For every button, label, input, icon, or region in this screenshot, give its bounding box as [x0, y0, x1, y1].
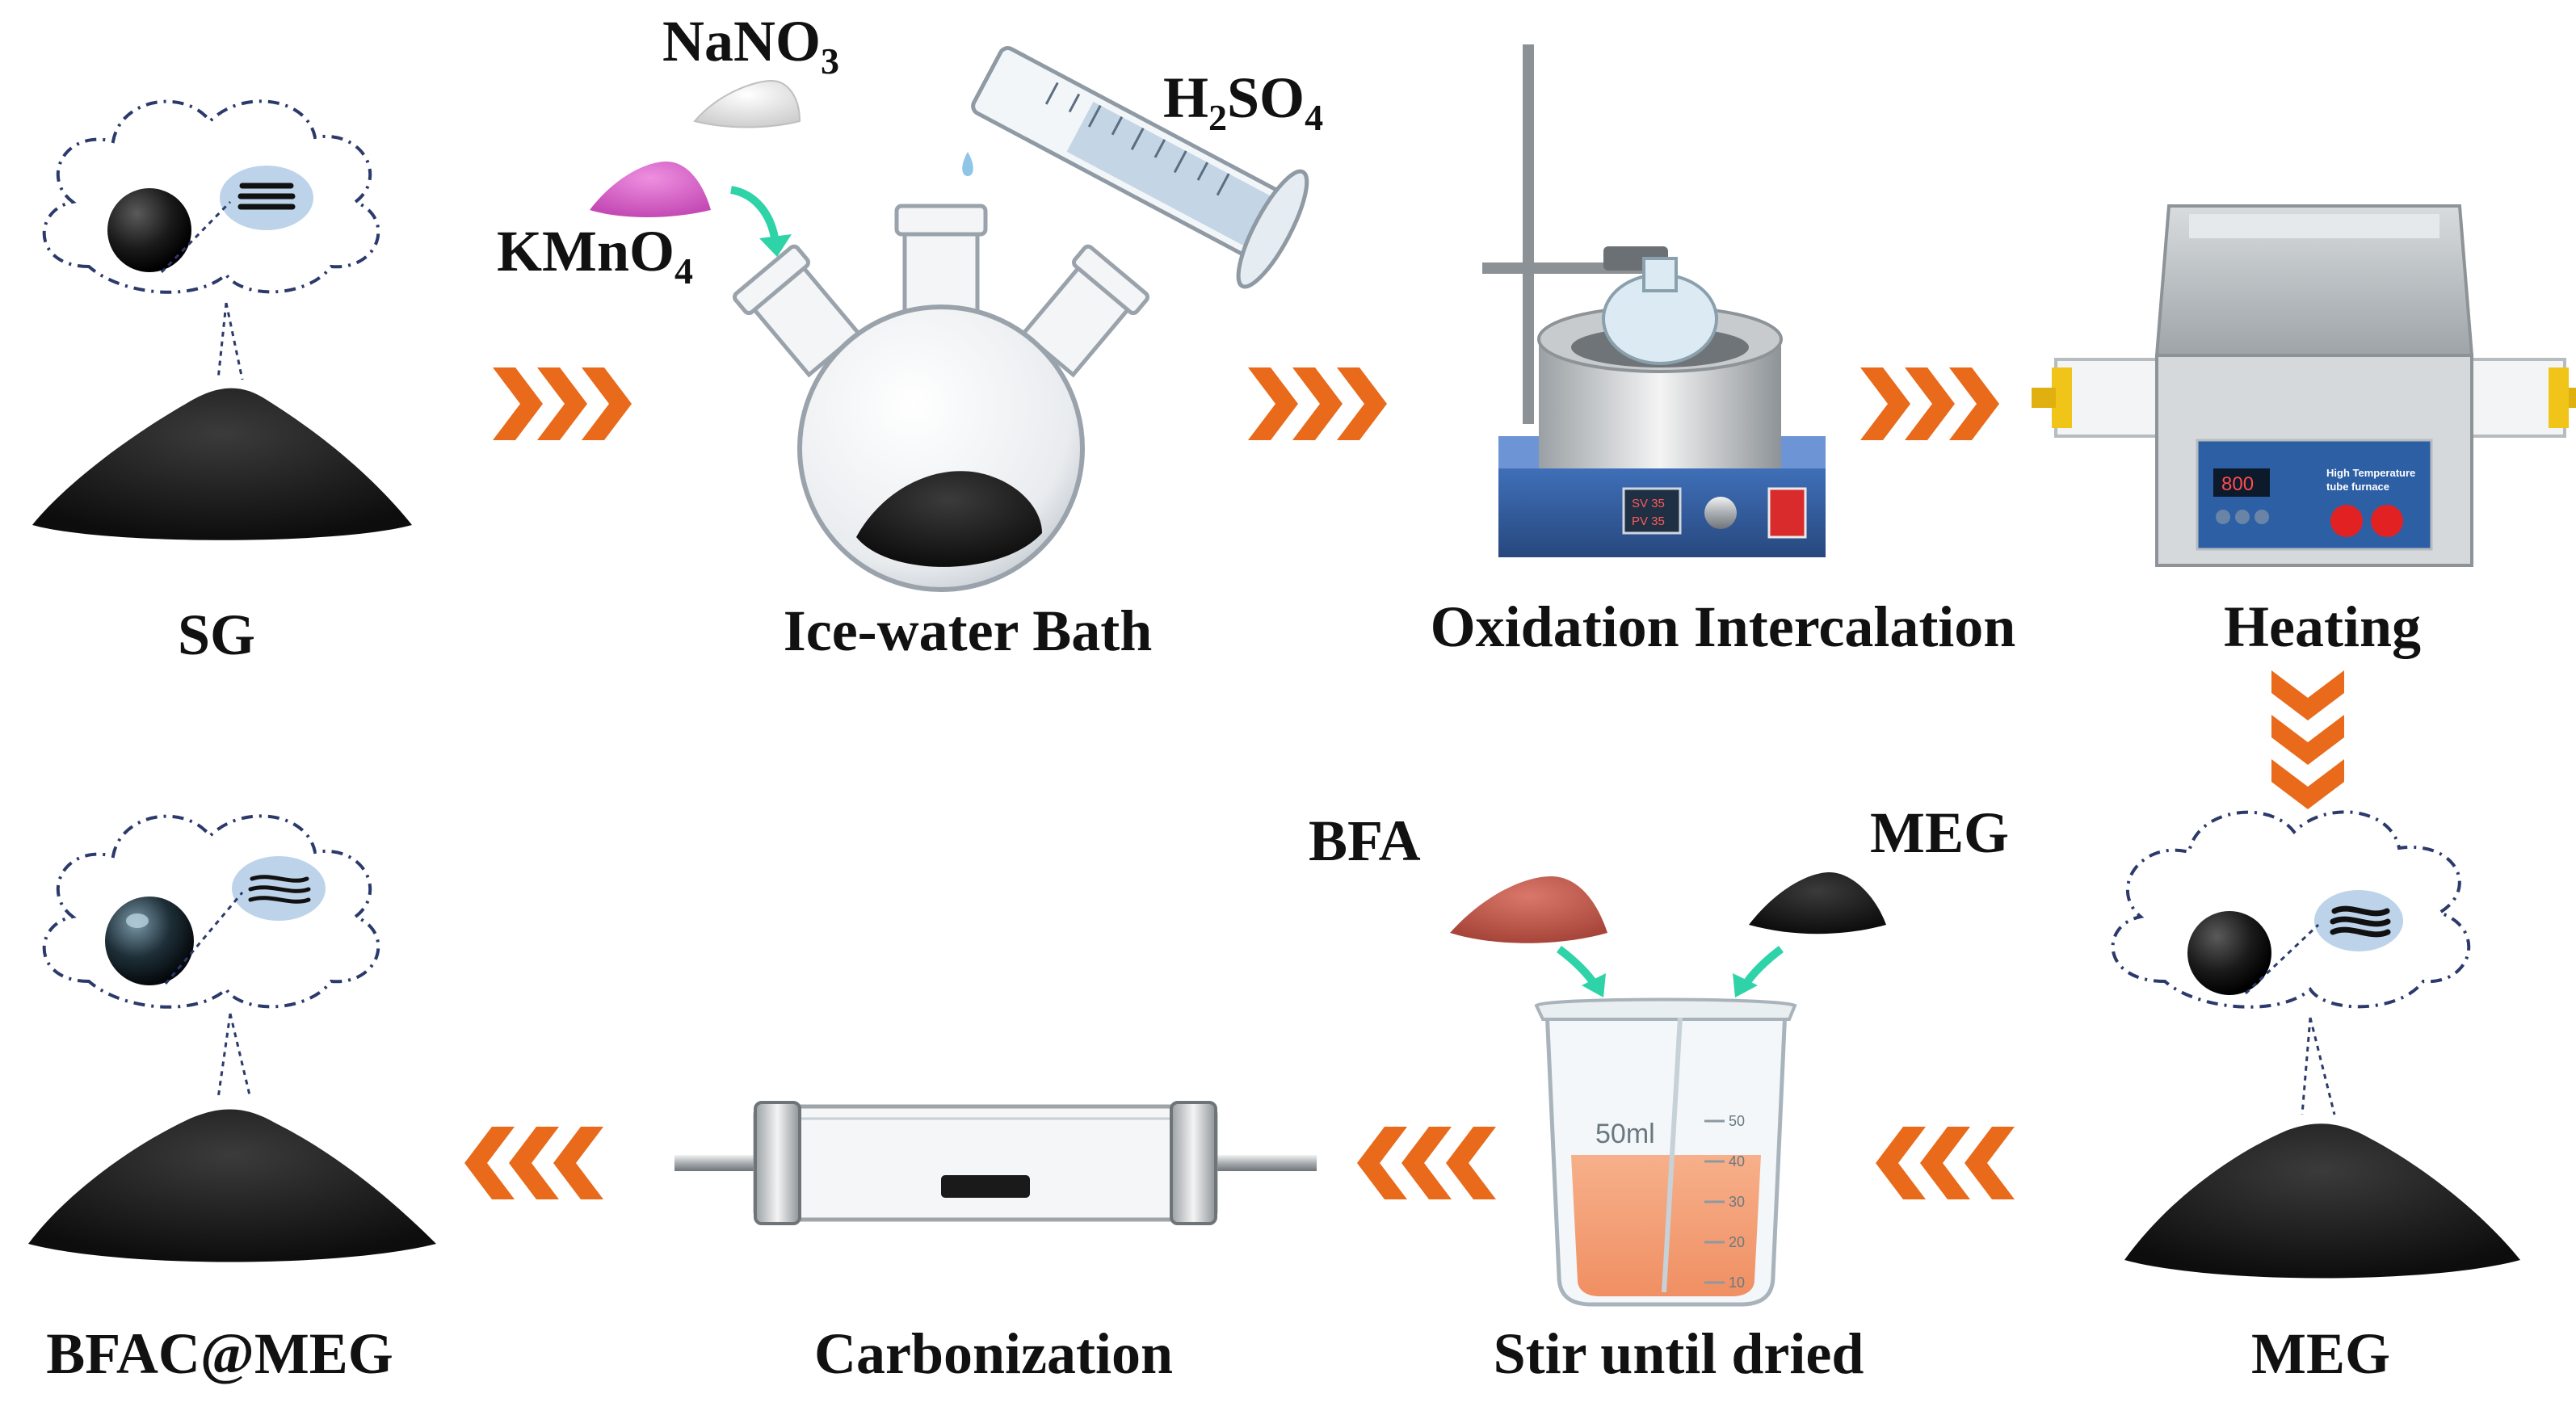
label-stir-until-dried: Stir until dried	[1494, 1321, 1864, 1386]
svg-text:High Temperature: High Temperature	[2326, 467, 2415, 479]
label-h2so4: H2SO4	[1163, 65, 1323, 138]
svg-text:40: 40	[1729, 1153, 1745, 1170]
sg-powder-pile	[32, 388, 412, 540]
sg-cloud	[42, 99, 380, 380]
label-bfa: BFA	[1309, 808, 1421, 873]
acid-drop	[962, 152, 973, 176]
curved-arrow-kmno4	[729, 186, 780, 243]
arrow-3	[1860, 367, 1999, 440]
label-meg-reagent: MEG	[1870, 800, 2009, 865]
curved-arrow-meg	[1741, 946, 1784, 988]
arrow-6	[464, 1127, 603, 1199]
furnace-display	[2213, 468, 2270, 497]
nano3-powder	[693, 79, 801, 128]
svg-text:50: 50	[1729, 1113, 1745, 1129]
stirrer-knob	[1704, 497, 1737, 529]
beaker: 50ml 50 40 30 20 10	[1534, 997, 1797, 1307]
kmno4-powder	[590, 162, 711, 217]
arrow-4	[1876, 1127, 2015, 1199]
label-sg: SG	[178, 603, 255, 667]
svg-text:20: 20	[1729, 1234, 1745, 1250]
svg-text:tube furnace: tube furnace	[2326, 481, 2389, 493]
product-powder-pile	[28, 1109, 436, 1262]
label-meg: MEG	[2251, 1321, 2390, 1386]
tube-furnace: 800 High Temperature tube furnace	[2032, 204, 2576, 567]
carbonization-tube	[674, 1101, 1317, 1225]
graduated-cylinder	[971, 46, 1309, 289]
meg-powder-pile	[2124, 1123, 2520, 1279]
arrow-5	[1357, 1127, 1496, 1199]
arrow-1	[493, 367, 632, 440]
meg-reagent-powder	[1749, 872, 1886, 934]
sg-sphere	[107, 188, 191, 272]
bfa-powder	[1450, 876, 1607, 943]
arrow-down	[2271, 670, 2344, 809]
furnace-button-2	[2371, 505, 2403, 537]
flask-powder	[856, 471, 1042, 567]
label-oxidation-intercalation: Oxidation Intercalation	[1431, 594, 2016, 659]
label-ice-water-bath: Ice-water Bath	[784, 598, 1153, 663]
furnace-right-cap	[2549, 367, 2569, 428]
svg-text:SV 35: SV 35	[1632, 497, 1665, 510]
svg-text:50ml: 50ml	[1595, 1119, 1655, 1149]
label-carbonization: Carbonization	[814, 1321, 1173, 1386]
arrow-2	[1248, 367, 1387, 440]
stirrer-switch	[1767, 487, 1807, 539]
svg-text:800: 800	[2221, 473, 2254, 495]
product-cloud	[42, 814, 380, 1099]
furnace-button-1	[2330, 505, 2363, 537]
sample-boat	[941, 1175, 1030, 1198]
label-bfac-meg: BFAC@MEG	[46, 1321, 393, 1386]
three-neck-flask	[733, 204, 1149, 592]
svg-text:30: 30	[1729, 1194, 1745, 1210]
magnetic-stirrer: SV 35 PV 35	[1482, 44, 1826, 557]
label-heating: Heating	[2224, 594, 2421, 659]
svg-text:10: 10	[1729, 1275, 1745, 1291]
label-nano3: NaNO3	[662, 9, 839, 82]
meg-cloud	[2111, 810, 2471, 1115]
product-sphere	[105, 897, 194, 985]
label-kmno4: KMnO4	[497, 219, 693, 292]
meg-sphere	[2187, 911, 2271, 995]
svg-text:PV 35: PV 35	[1632, 514, 1665, 528]
stirrer-display	[1622, 487, 1682, 535]
curved-arrow-bfa	[1556, 946, 1599, 988]
